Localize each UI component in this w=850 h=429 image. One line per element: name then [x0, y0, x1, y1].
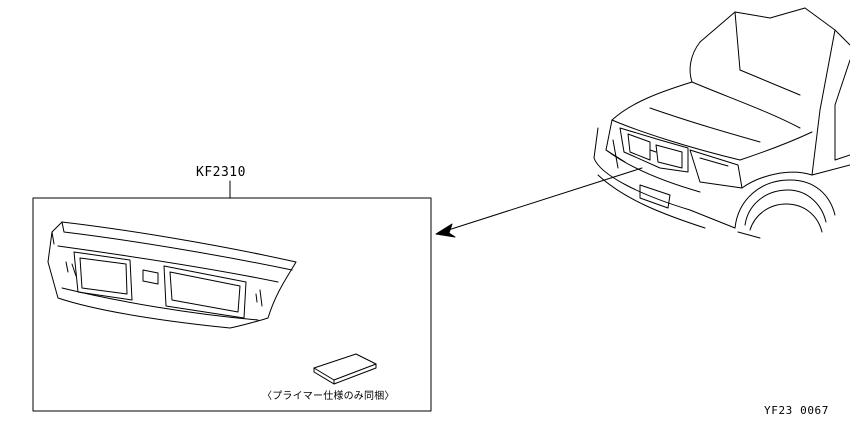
- garnish-part: [47, 221, 297, 329]
- primer-pad: [313, 353, 377, 385]
- vehicle-illustration: [593, 7, 850, 239]
- part-box: [32, 197, 432, 412]
- part-number-label: KF2310: [196, 165, 246, 180]
- leader-arrow: [435, 167, 643, 238]
- primer-note: 〈プライマー仕様のみ同梱〉: [262, 391, 395, 402]
- figure-code: YF23 0067: [764, 404, 830, 417]
